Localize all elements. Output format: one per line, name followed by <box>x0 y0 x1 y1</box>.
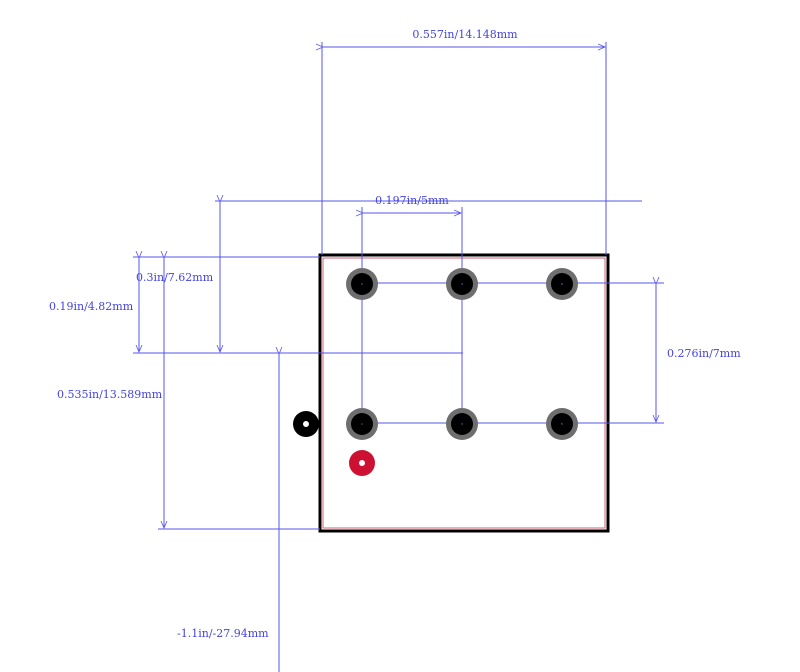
dimension-origin-offset: -1.1in/-27.94mm <box>177 354 279 672</box>
dimension-row-offset-label: 0.3in/7.62mm <box>136 271 214 284</box>
dimension-row-offset: 0.3in/7.62mm <box>133 202 463 354</box>
courtyard-outline <box>322 257 606 529</box>
pad-number: 6 <box>561 282 563 286</box>
dimension-row-spacing-label: 0.276in/7mm <box>667 347 741 360</box>
origin-marker <box>349 450 375 476</box>
pad-number: 5 <box>561 422 563 426</box>
pad: 4 <box>446 268 478 300</box>
pad: 1 <box>346 408 378 440</box>
pad-number: 2 <box>361 282 363 286</box>
dimension-top-to-row-label: 0.19in/4.82mm <box>49 300 134 313</box>
pad-number: 3 <box>461 422 463 426</box>
dimension-pin-pitch: 0.197in/5mm <box>215 194 642 424</box>
pad-number: 1 <box>361 422 363 426</box>
pad-number: 4 <box>461 282 463 286</box>
dimension-overall-height: 0.535in/13.589mm <box>57 258 320 530</box>
pad: 5 <box>546 408 578 440</box>
dimension-overall-width-label: 0.557in/14.148mm <box>412 28 518 41</box>
pad: 6 <box>546 268 578 300</box>
dimension-origin-offset-label: -1.1in/-27.94mm <box>177 627 269 640</box>
pad: 2 <box>346 268 378 300</box>
dimension-pin-pitch-label: 0.197in/5mm <box>375 194 449 207</box>
component-outline <box>318 253 610 533</box>
dimension-row-spacing: 0.276in/7mm <box>362 283 741 424</box>
dimension-overall-height-label: 0.535in/13.589mm <box>57 388 163 401</box>
pad: 3 <box>446 408 478 440</box>
dimension-overall-width: 0.557in/14.148mm <box>322 28 607 255</box>
pin1-marker <box>293 411 319 437</box>
